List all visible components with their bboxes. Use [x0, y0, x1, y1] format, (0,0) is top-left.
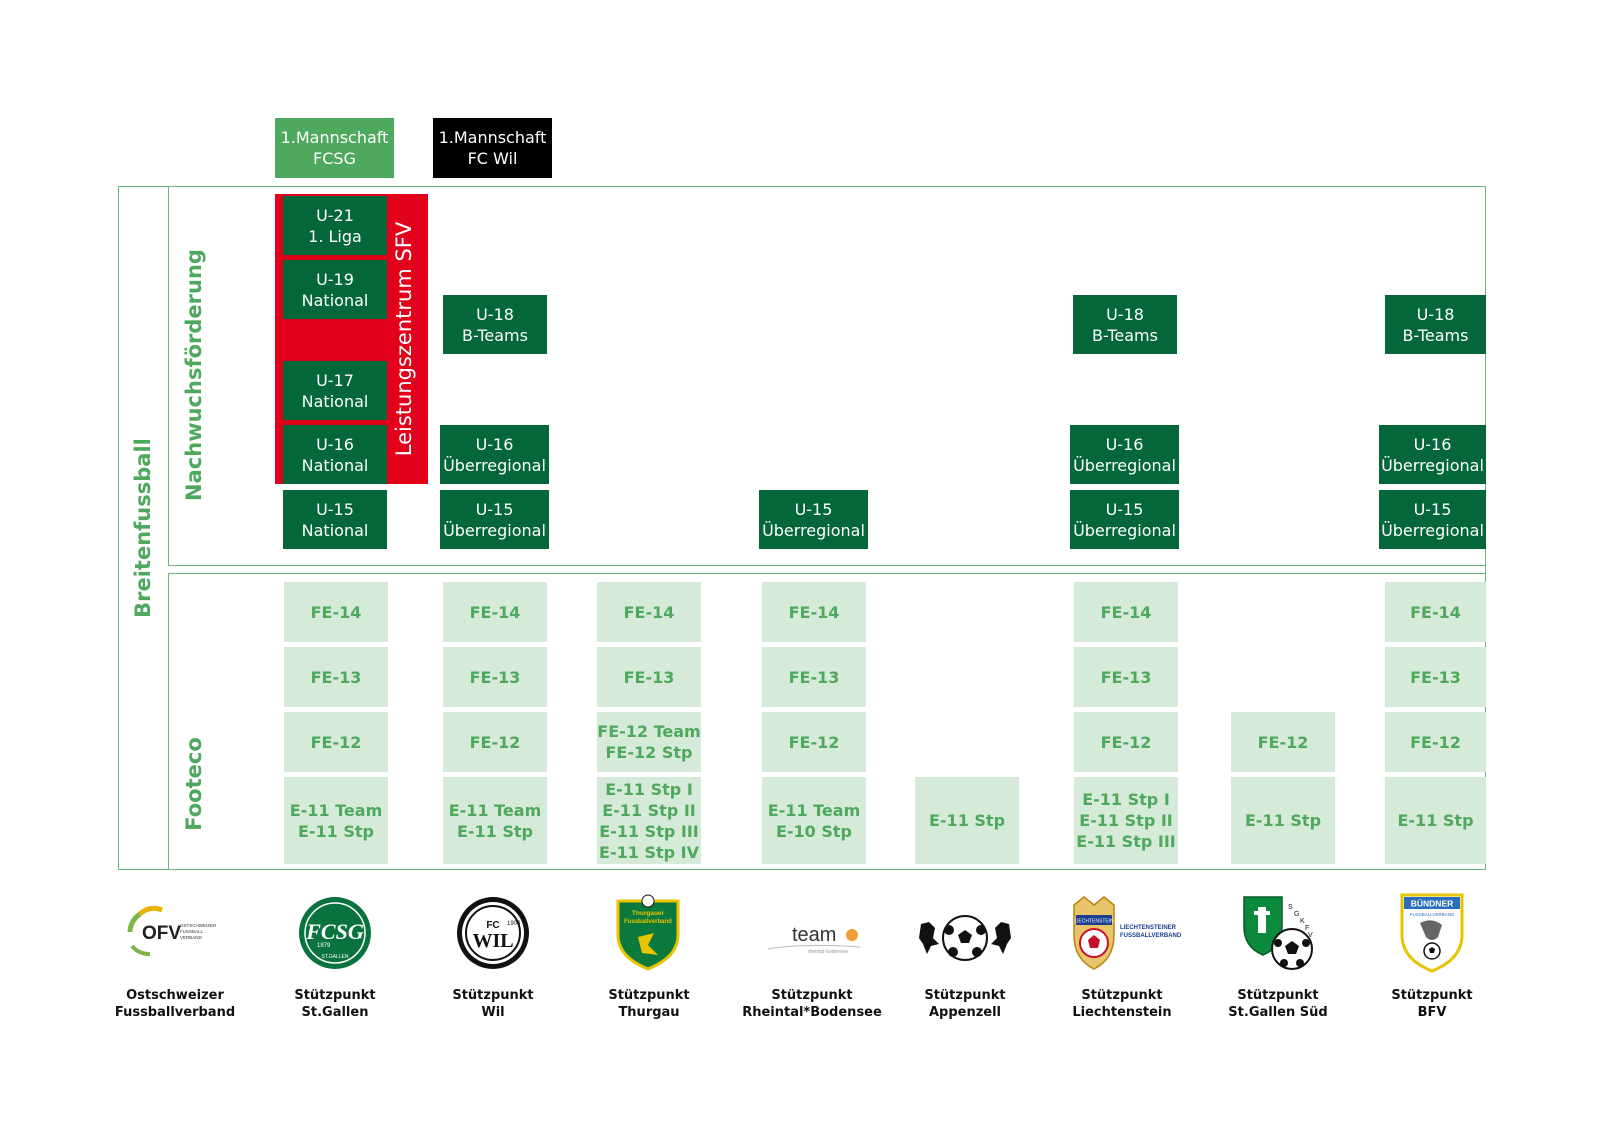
svg-text:FUSSBALLVERBAND: FUSSBALLVERBAND: [1120, 933, 1182, 939]
thurgau-logo-icon: Thurgauer Fussballverband: [616, 894, 680, 971]
logo-label-rheintal: Stützpunkt Rheintal*Bodensee: [742, 988, 882, 1020]
box-u16-national: U-16 National: [283, 425, 387, 484]
box-wil-u16: U-16 Überregional: [440, 425, 549, 484]
svg-text:F: F: [1305, 925, 1309, 932]
box-li-fe13: FE-13: [1074, 647, 1178, 707]
svg-text:1879: 1879: [317, 943, 331, 949]
svg-text:FUSSBALL: FUSSBALL: [180, 929, 204, 934]
box-u17: U-17 National: [283, 361, 387, 420]
box-bfv-e11: E-11 Stp: [1385, 777, 1486, 864]
svg-text:Thurgauer: Thurgauer: [632, 910, 665, 917]
svg-text:LIECHTENSTEIN: LIECHTENSTEIN: [1074, 919, 1114, 925]
svg-text:OSTSCHWEIZER: OSTSCHWEIZER: [180, 923, 217, 928]
svg-text:OFV: OFV: [142, 923, 181, 944]
box-bfv-u16: U-16 Überregional: [1379, 425, 1486, 484]
ofv-logo-icon: OFV OSTSCHWEIZER FUSSBALL VERBAND: [127, 905, 217, 956]
svg-text:K: K: [1300, 918, 1305, 925]
box-wil-u15: U-15 Überregional: [440, 490, 549, 549]
box-wil-fe13: FE-13: [443, 647, 547, 707]
box-li-fe14: FE-14: [1074, 582, 1178, 642]
svg-text:G: G: [1294, 911, 1299, 918]
appenzell-logo-icon: [919, 915, 1011, 961]
box-rb-fe12: FE-12: [762, 712, 866, 772]
fcsg-logo-icon: FCSG 1879 ST.GALLEN: [299, 897, 371, 969]
box-u21: U-21 1. Liga: [283, 196, 387, 255]
logo-label-wil: Stützpunkt Wil: [452, 988, 534, 1020]
box-rb-fe14: FE-14: [762, 582, 866, 642]
svg-text:LIECHTENSTEINER: LIECHTENSTEINER: [1120, 925, 1177, 931]
logo-label-thurgau: Stützpunkt Thurgau: [608, 988, 690, 1020]
sgkfv-logo-icon: S G K F V: [1243, 896, 1313, 970]
box-u15-national: U-15 National: [283, 490, 387, 549]
box-bfv-fe12: FE-12: [1385, 712, 1486, 772]
box-li-fe12: FE-12: [1074, 712, 1178, 772]
first-team-fcwil-box: 1.Mannschaft FC Wil: [433, 118, 552, 178]
logo-label-ofv: Ostschweizer Fussballverband: [114, 988, 236, 1020]
box-li-u15: U-15 Überregional: [1070, 490, 1179, 549]
svg-text:team: team: [792, 924, 836, 946]
svg-text:FUSSBALLVERBAND: FUSSBALLVERBAND: [1410, 912, 1455, 917]
box-sgs-fe12: FE-12: [1231, 712, 1335, 772]
box-rb-e11: E-11 Team E-10 Stp: [762, 777, 866, 864]
footeco-label: Footeco: [182, 737, 206, 831]
box-sg-fe14: FE-14: [284, 582, 388, 642]
box-rb-fe13: FE-13: [762, 647, 866, 707]
box-wil-fe12: FE-12: [443, 712, 547, 772]
svg-text:Fussballverband: Fussballverband: [624, 919, 672, 925]
svg-text:V: V: [1308, 932, 1313, 939]
box-li-u18: U-18 B-Teams: [1073, 295, 1177, 354]
svg-text:ST.GALLEN: ST.GALLEN: [322, 954, 349, 960]
breitenfussball-label: Breitenfussball: [131, 438, 155, 618]
logo-label-stgallen-sued: Stützpunkt St.Gallen Süd: [1228, 988, 1328, 1020]
box-bfv-fe13: FE-13: [1385, 647, 1486, 707]
leistungszentrum-label: Leistungszentrum SFV: [392, 221, 416, 457]
first-team-fcsg-box: 1.Mannschaft FCSG: [275, 118, 394, 178]
box-bfv-fe14: FE-14: [1385, 582, 1486, 642]
svg-text:S: S: [1288, 904, 1293, 911]
logo-label-bfv: Stützpunkt BFV: [1391, 988, 1473, 1020]
box-li-u16: U-16 Überregional: [1070, 425, 1179, 484]
svg-text:BÜNDNER: BÜNDNER: [1411, 899, 1454, 909]
logo-label-liechtenstein: Stützpunkt Liechtenstein: [1072, 988, 1172, 1020]
nachwuchs-frame: [168, 186, 1486, 566]
logo-label-stgallen: Stützpunkt St.Gallen: [294, 988, 376, 1020]
box-bfv-u18: U-18 B-Teams: [1385, 295, 1486, 354]
svg-text:FC: FC: [486, 920, 499, 931]
svg-text:WIL: WIL: [472, 930, 513, 952]
liechtenstein-logo-icon: LIECHTENSTEIN LIECHTENSTEINER FUSSBALLVE…: [1073, 896, 1182, 970]
box-tg-fe12: FE-12 Team FE-12 Stp: [597, 712, 701, 772]
box-u19: U-19 National: [283, 260, 387, 319]
box-tg-e11: E-11 Stp I E-11 Stp II E-11 Stp III E-11…: [597, 777, 701, 864]
box-wil-u18: U-18 B-Teams: [443, 295, 547, 354]
box-sg-fe12: FE-12: [284, 712, 388, 772]
box-bfv-u15: U-15 Überregional: [1379, 490, 1486, 549]
box-sgs-e11: E-11 Stp: [1231, 777, 1335, 864]
svg-text:1900: 1900: [507, 921, 521, 927]
bfv-logo-icon: BÜNDNER FUSSBALLVERBAND: [1400, 893, 1464, 973]
svg-text:FCSG: FCSG: [305, 919, 364, 944]
svg-text:VERBAND: VERBAND: [180, 935, 203, 940]
box-tg-fe13: FE-13: [597, 647, 701, 707]
logo-label-appenzell: Stützpunkt Appenzell: [924, 988, 1006, 1020]
box-tg-fe14: FE-14: [597, 582, 701, 642]
svg-text:rheintal-bodensee: rheintal-bodensee: [808, 949, 848, 955]
nachwuchs-label: Nachwuchsförderung: [182, 249, 206, 501]
box-wil-fe14: FE-14: [443, 582, 547, 642]
fcwil-logo-icon: FC WIL 1900: [457, 897, 529, 969]
box-li-e11: E-11 Stp I E-11 Stp II E-11 Stp III: [1074, 777, 1178, 864]
box-wil-e11: E-11 Team E-11 Stp: [443, 777, 547, 864]
box-ap-e11: E-11 Stp: [915, 777, 1019, 864]
box-rb-u15: U-15 Überregional: [759, 490, 868, 549]
box-sg-e11: E-11 Team E-11 Stp: [284, 777, 388, 864]
team-logo-icon: team rheintal-bodensee: [767, 924, 861, 955]
box-sg-fe13: FE-13: [284, 647, 388, 707]
